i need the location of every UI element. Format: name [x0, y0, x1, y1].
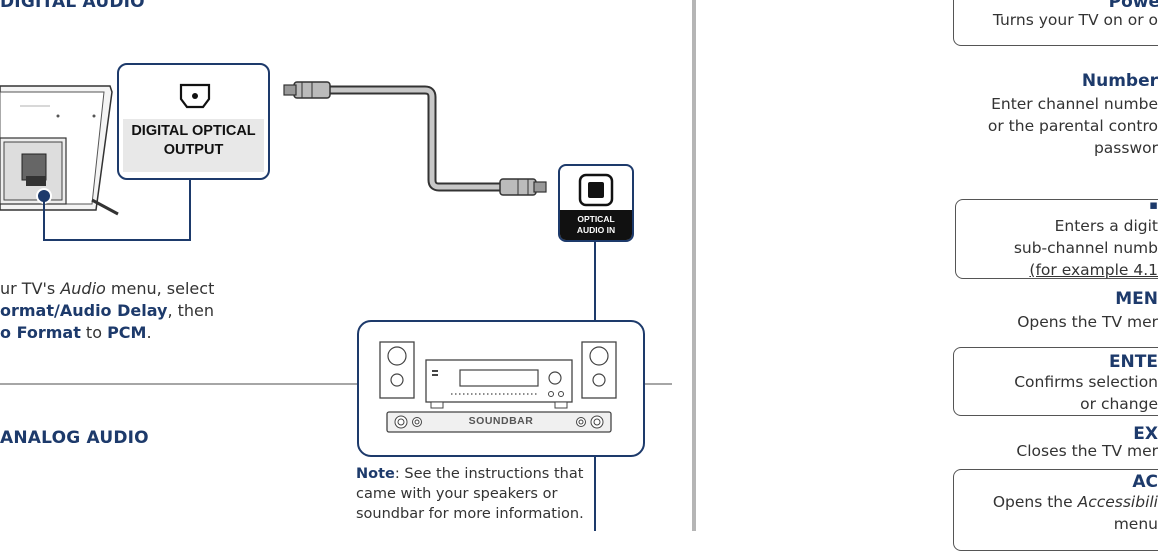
accessibility-desc: Opens the Accessibili menu	[992, 493, 1158, 533]
accessibility-title: AC	[1132, 472, 1158, 492]
connection-diagram	[0, 81, 672, 531]
menu-desc: Opens the TV mer	[1017, 313, 1158, 331]
soundbar-label: SOUNDBAR	[468, 415, 534, 427]
port-label-line2: OUTPUT	[163, 142, 224, 158]
instruction-text: ur TV's Audio menu, select ormat/Audio D…	[0, 279, 215, 342]
power-desc: Turns your TV on or o	[992, 11, 1158, 29]
menu-title: MEN	[1115, 289, 1158, 309]
receiver-speakers-illustration	[379, 341, 617, 433]
exit-title: EX	[1133, 424, 1158, 444]
optical-audio-in-callout: OPTICAL AUDIO IN	[558, 164, 634, 242]
enter-box	[953, 347, 1158, 416]
dot-title: ▪	[1149, 198, 1158, 213]
tv-illustration	[0, 85, 119, 216]
exit-desc: Closes the TV mer	[1016, 442, 1158, 460]
optical-cable	[283, 81, 547, 196]
audio-in-line1: OPTICAL	[577, 214, 615, 224]
digital-optical-output-callout: DIGITAL OPTICAL OUTPUT	[117, 63, 270, 180]
page-gutter	[692, 0, 696, 531]
numbers-title: Number	[1081, 71, 1158, 91]
enter-title: ENTE	[1108, 352, 1158, 372]
power-title: Powe	[1108, 0, 1158, 12]
analog-audio-heading: ANALOG AUDIO	[0, 428, 149, 448]
dot-box	[955, 199, 1158, 279]
note-text: Note: See the instructions that came wit…	[356, 466, 584, 522]
dot-desc: Enters a digit sub-channel numb (for exa…	[1013, 217, 1158, 279]
power-box	[953, 0, 1158, 46]
port-label-line1: DIGITAL OPTICAL	[131, 123, 256, 139]
audio-in-line2: AUDIO IN	[576, 225, 616, 235]
digital-audio-heading: DIGITAL AUDIO	[0, 0, 145, 12]
numbers-desc: Enter channel numbe or the parental cont…	[987, 95, 1158, 157]
enter-desc: Confirms selection or change	[1014, 373, 1158, 413]
soundbar-callout: SOUNDBAR	[357, 320, 645, 457]
optical-input-icon	[578, 173, 614, 207]
optical-port-icon	[179, 83, 211, 109]
